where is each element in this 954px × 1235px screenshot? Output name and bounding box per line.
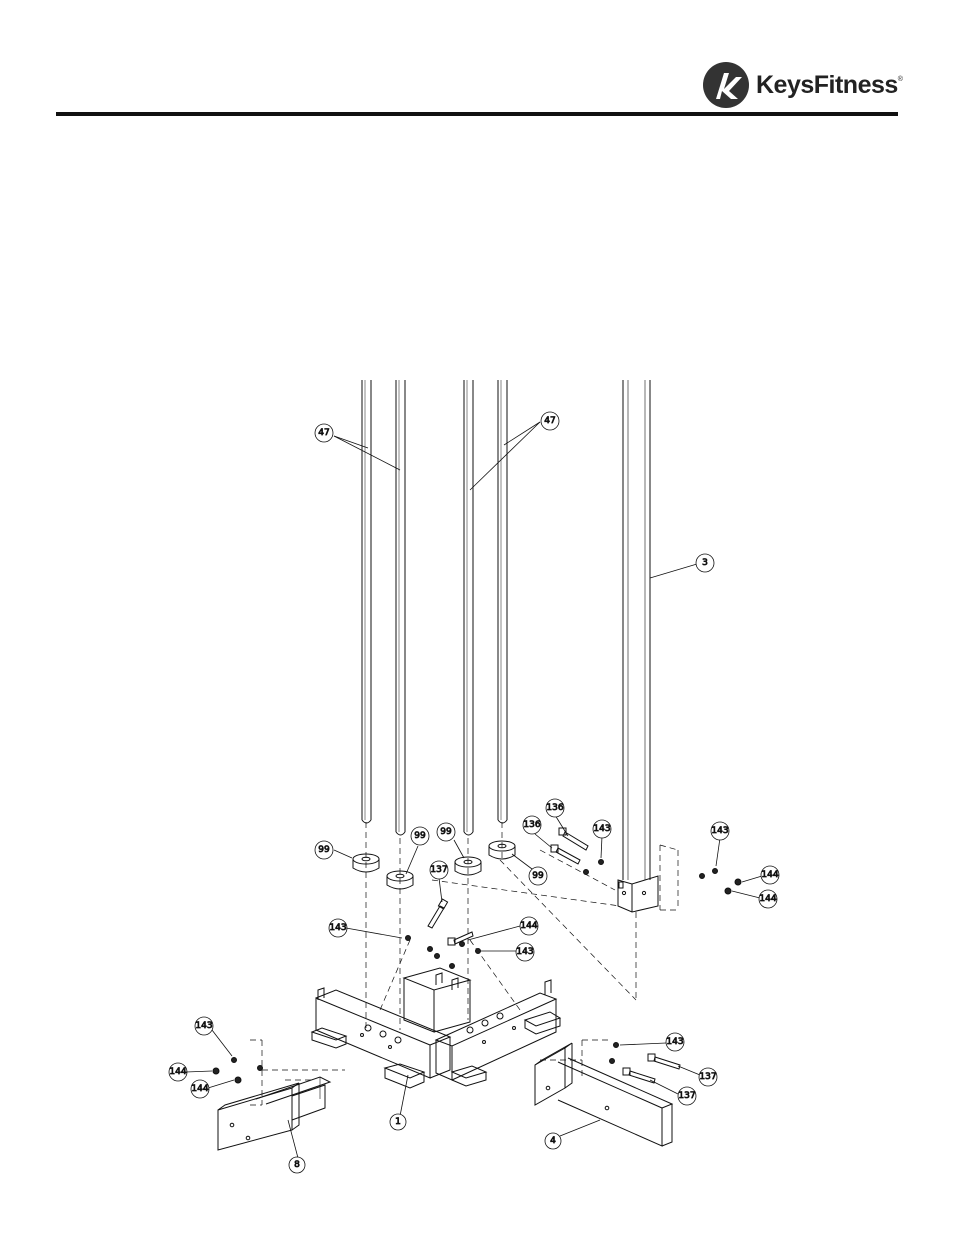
upright-frame-part-3 xyxy=(618,380,658,912)
svg-text:143: 143 xyxy=(329,923,346,933)
callout-99-4: 99 xyxy=(529,867,547,885)
callout-143-4: 143 xyxy=(516,943,534,961)
svg-text:143: 143 xyxy=(195,1021,212,1031)
bolt-part-137-right-1 xyxy=(648,1054,680,1069)
bolt-part-137-center xyxy=(428,899,448,928)
svg-text:47: 47 xyxy=(318,428,329,438)
svg-text:1: 1 xyxy=(395,1117,401,1127)
svg-text:143: 143 xyxy=(516,947,533,957)
callout-143-2: 143 xyxy=(711,822,729,840)
callout-137-3: 137 xyxy=(678,1087,696,1105)
svg-text:136: 136 xyxy=(546,803,563,813)
bolt-part-136-1 xyxy=(551,845,580,864)
callout-144-5: 144 xyxy=(191,1080,209,1098)
svg-text:144: 144 xyxy=(169,1067,186,1077)
svg-text:137: 137 xyxy=(678,1091,695,1101)
base-frame-part-1 xyxy=(312,968,560,1088)
bracket-part-8 xyxy=(218,1077,330,1150)
svg-text:99: 99 xyxy=(440,827,452,837)
svg-text:143: 143 xyxy=(711,826,728,836)
svg-text:136: 136 xyxy=(523,820,540,830)
callout-143-6: 143 xyxy=(666,1033,684,1051)
bolt-part-136-2 xyxy=(559,828,588,850)
callout-136-1: 136 xyxy=(546,799,564,817)
callout-3: 3 xyxy=(696,554,714,572)
guide-rod-part-47-2 xyxy=(396,380,405,835)
callout-137-2: 137 xyxy=(699,1068,717,1086)
callout-144-1: 144 xyxy=(761,866,779,884)
svg-text:143: 143 xyxy=(593,824,610,834)
callout-1: 1 xyxy=(390,1114,406,1130)
callout-143-1: 143 xyxy=(593,820,611,838)
fastener-washers-and-nuts xyxy=(213,860,741,1084)
bracket-part-4 xyxy=(535,1043,672,1146)
svg-text:99: 99 xyxy=(532,871,544,881)
callout-99-2: 99 xyxy=(411,827,429,845)
guide-rod-part-47-3 xyxy=(464,380,473,835)
callout-47-right: 47 xyxy=(541,412,559,430)
svg-text:47: 47 xyxy=(544,416,555,426)
svg-text:99: 99 xyxy=(318,845,330,855)
svg-text:144: 144 xyxy=(759,894,776,904)
callout-144-4: 144 xyxy=(169,1063,187,1081)
svg-text:137: 137 xyxy=(699,1072,716,1082)
svg-text:143: 143 xyxy=(666,1037,683,1047)
svg-text:144: 144 xyxy=(191,1084,208,1094)
callout-143-5: 143 xyxy=(195,1017,213,1035)
callout-4: 4 xyxy=(545,1133,561,1149)
svg-text:99: 99 xyxy=(414,831,426,841)
callout-99-3: 99 xyxy=(437,823,455,841)
bolt-part-137-right-2 xyxy=(623,1068,655,1083)
callout-47-left: 47 xyxy=(315,424,333,442)
callout-143-3: 143 xyxy=(329,919,347,937)
callout-137-1: 137 xyxy=(430,861,448,879)
svg-text:8: 8 xyxy=(294,1160,300,1170)
callout-99-1: 99 xyxy=(315,841,333,859)
svg-text:137: 137 xyxy=(430,865,447,875)
callout-144-2: 144 xyxy=(759,890,777,908)
svg-text:144: 144 xyxy=(520,921,537,931)
callout-144-3: 144 xyxy=(520,917,538,935)
callout-8: 8 xyxy=(289,1157,305,1173)
callout-136-2: 136 xyxy=(523,816,541,834)
svg-text:4: 4 xyxy=(550,1136,556,1146)
guide-rod-part-47-4 xyxy=(498,380,507,823)
svg-text:3: 3 xyxy=(702,558,708,568)
svg-text:144: 144 xyxy=(761,870,778,880)
